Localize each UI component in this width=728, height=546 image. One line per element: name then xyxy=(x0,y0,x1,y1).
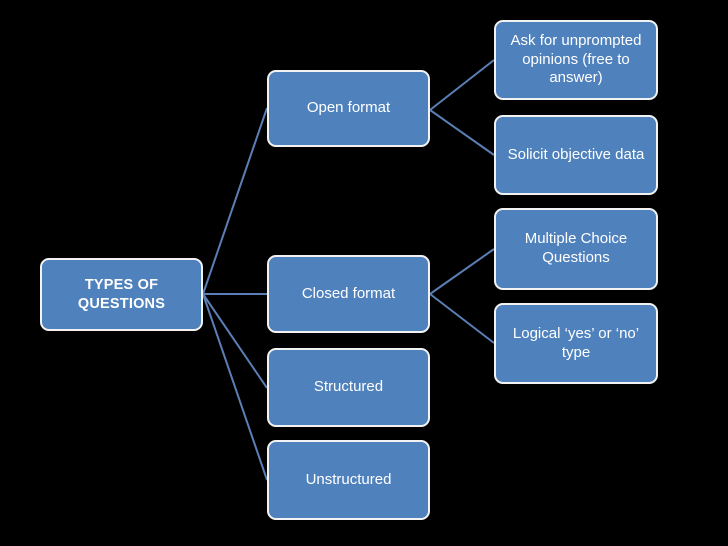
connector-types-of-questions-to-open-format xyxy=(202,107,268,295)
node-unprompted-opinions[interactable]: Ask for unprompted opinions (free to ans… xyxy=(494,20,658,100)
node-closed-format[interactable]: Closed format xyxy=(267,255,430,333)
node-label-line2: QUESTIONS xyxy=(77,295,166,312)
node-logical-yes-no[interactable]: Logical ‘yes’ or ‘no’ type xyxy=(494,303,658,384)
connector-open-format-to-unprompted-opinions xyxy=(429,59,495,111)
node-label: TYPES OF QUESTIONS xyxy=(51,276,192,312)
node-label: Solicit objective data xyxy=(507,145,645,163)
node-open-format[interactable]: Open format xyxy=(267,70,430,147)
node-label: Logical ‘yes’ or ‘no’ type xyxy=(512,324,640,361)
connector-types-of-questions-to-structured xyxy=(202,293,268,389)
node-types-of-questions[interactable]: TYPES OF QUESTIONS xyxy=(40,258,203,331)
node-label: Open format xyxy=(306,99,391,117)
node-label: Closed format xyxy=(301,284,396,302)
connector-closed-format-to-multiple-choice xyxy=(429,248,495,295)
node-label: Unstructured xyxy=(305,470,392,488)
node-label-line1: TYPES OF xyxy=(84,277,159,294)
node-unstructured[interactable]: Unstructured xyxy=(267,440,430,520)
node-label: Ask for unprompted opinions (free to ans… xyxy=(510,31,642,87)
node-structured[interactable]: Structured xyxy=(267,348,430,427)
connector-types-of-questions-to-unstructured xyxy=(202,293,268,481)
connector-open-format-to-objective-data xyxy=(429,109,495,156)
node-multiple-choice-questions[interactable]: Multiple Choice Questions xyxy=(494,208,658,290)
connector-closed-format-to-logical-yes-no xyxy=(429,293,495,344)
node-solicit-objective-data[interactable]: Solicit objective data xyxy=(494,115,658,195)
node-label: Multiple Choice Questions xyxy=(524,230,628,266)
node-label: Structured xyxy=(313,378,384,396)
